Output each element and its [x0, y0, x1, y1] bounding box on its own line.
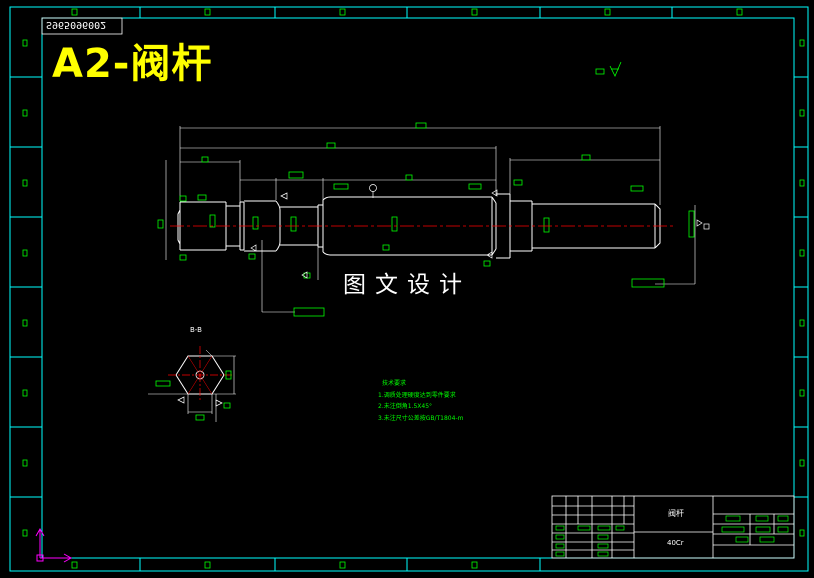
part-material: 40Cr — [667, 539, 684, 547]
ucs-icon — [35, 527, 73, 563]
part-name: 阀杆 — [668, 509, 684, 518]
section-label: B-B — [190, 326, 202, 334]
zone-grid — [10, 7, 808, 571]
outer-frame — [9, 6, 809, 572]
tech-note-item: 3.未注尺寸公差按GB/T1804-m — [378, 414, 464, 422]
drawing-number-stamp: S965096002 — [46, 19, 107, 30]
zone-marks — [22, 8, 805, 569]
tech-note-item: 1.调质处理硬度达到零件要求 — [378, 391, 456, 399]
title-block-fields — [555, 515, 789, 557]
watermark-text: 图文设计 — [343, 272, 471, 298]
technical-requirements: 技术要求 1.调质处理硬度达到零件要求 2.未注倒角1.5X45° 3.未注尺寸… — [378, 378, 463, 424]
title-block — [551, 495, 795, 559]
dimension-labels — [157, 122, 695, 317]
datum-flags — [250, 184, 710, 279]
roughness-symbol — [595, 61, 622, 77]
stamp-box — [41, 17, 123, 35]
tech-note-item: 2.未注倒角1.5X45° — [378, 403, 433, 410]
drawing-title: A2-阀杆 — [52, 41, 213, 87]
tech-notes-heading: 技术要求 — [382, 380, 407, 387]
section-view — [148, 346, 236, 422]
